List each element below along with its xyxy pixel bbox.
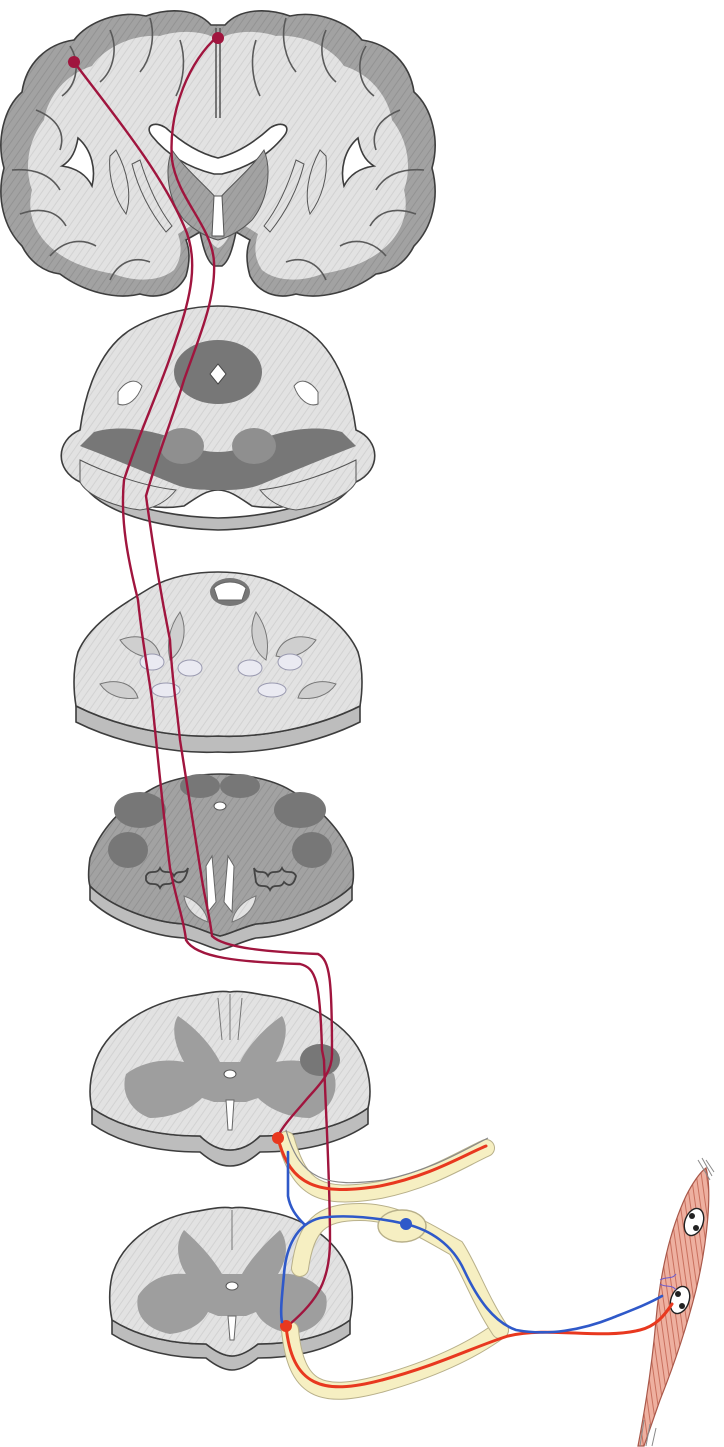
ventral-median-fissure <box>226 1100 234 1130</box>
cortical-neuron-right-icon <box>212 32 224 44</box>
pons-tegmentum-cap <box>214 582 246 600</box>
drg-sensory-neuron-icon <box>400 1218 412 1230</box>
cortical-neuron-left-icon <box>68 56 80 68</box>
red-nucleus-right <box>232 428 276 464</box>
third-ventricle <box>212 196 224 236</box>
central-canal-lumbar <box>226 1282 238 1290</box>
cerebrum-coronal-section <box>1 11 435 296</box>
cervical-motor-neuron-icon <box>272 1132 284 1144</box>
medulla-section <box>89 774 354 950</box>
pons-section <box>74 572 362 752</box>
central-canal-medulla <box>214 802 226 810</box>
central-canal-cervical <box>224 1070 236 1078</box>
midbrain-section <box>61 306 375 530</box>
lateral-corticospinal-tract-cervical <box>300 1044 340 1076</box>
lumbar-ventral-fissure <box>228 1316 236 1340</box>
